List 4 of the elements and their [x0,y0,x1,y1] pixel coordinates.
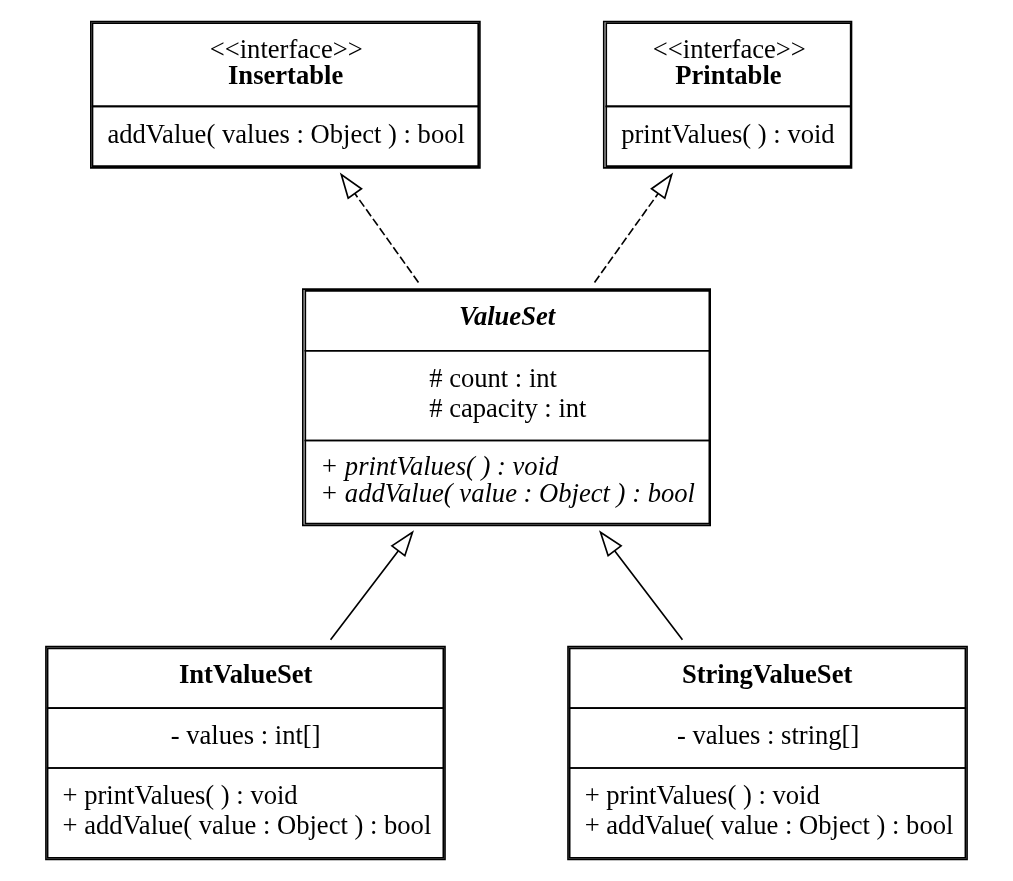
arrow [599,530,684,641]
arrow [339,172,420,284]
arrow [329,530,414,641]
arrow [593,172,674,284]
